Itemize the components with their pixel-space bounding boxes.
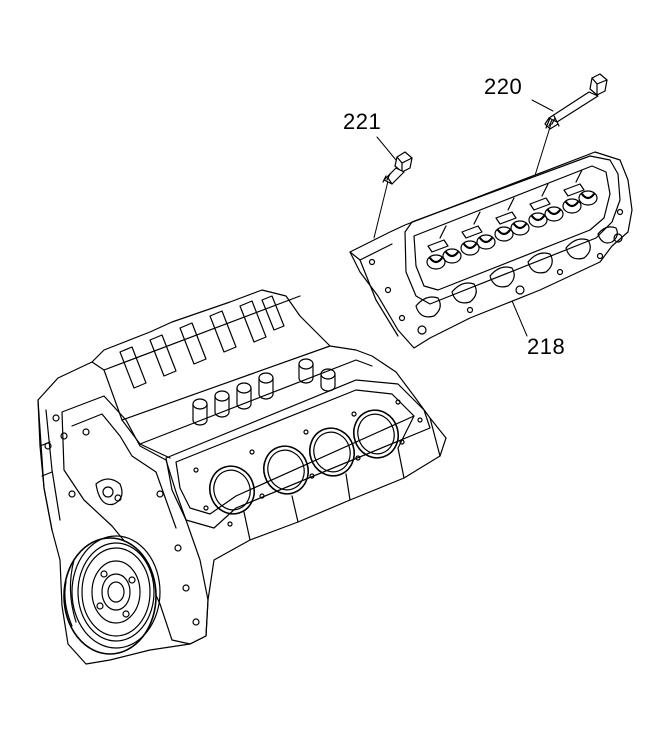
callout-221: 221: [343, 109, 382, 134]
head-bolt-holes: [370, 210, 623, 335]
head-bolt-221: [383, 152, 412, 184]
callout-218: 218: [527, 334, 566, 359]
harmonic-balancer: [64, 536, 160, 654]
callout-220: 220: [484, 74, 523, 99]
exhaust-ports: [416, 227, 617, 317]
timing-cover-bolts: [45, 415, 199, 625]
head-bolt-220: [545, 74, 607, 129]
lifter-valley: [120, 296, 335, 425]
deck-bolt-holes: [194, 400, 422, 526]
cylinder-head-218: [350, 152, 632, 348]
cylinder-bores: [204, 404, 405, 519]
valve-springs: [427, 170, 597, 269]
